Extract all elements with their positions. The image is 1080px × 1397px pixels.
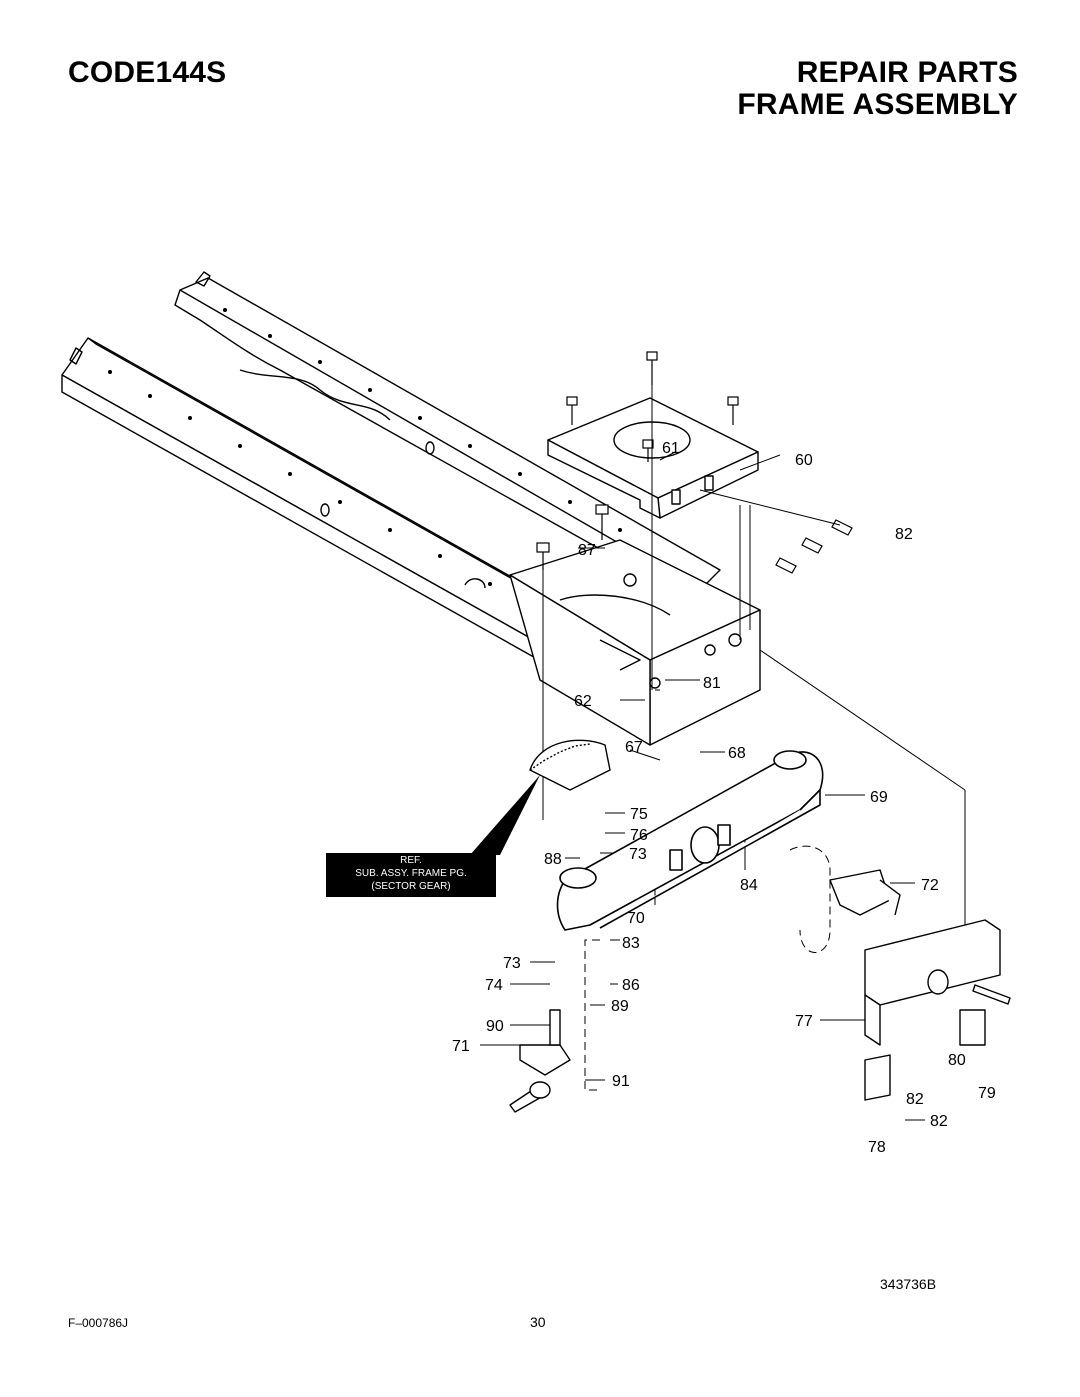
callout-70: 70 — [627, 910, 645, 927]
callout-82-b: 82 — [906, 1091, 924, 1108]
callout-62: 62 — [574, 693, 592, 710]
model-number: CODE144S — [68, 56, 227, 89]
spindles-and-brackets — [509, 869, 1011, 1113]
callout-72: 72 — [921, 877, 939, 894]
part-callouts: 60 61 82 87 81 62 67 68 69 75 76 88 73 8… — [452, 440, 996, 1156]
callout-86: 86 — [622, 977, 640, 994]
callout-91: 91 — [612, 1073, 630, 1090]
sector-gear — [529, 739, 611, 791]
ref-note-line3: (SECTOR GEAR) — [371, 881, 450, 892]
form-number: F–000786J — [68, 1316, 129, 1330]
callout-83: 83 — [622, 935, 640, 952]
callout-69: 69 — [870, 789, 888, 806]
callout-68: 68 — [728, 745, 746, 762]
callout-60: 60 — [795, 452, 813, 469]
callout-77: 77 — [795, 1013, 813, 1030]
page-number: 30 — [530, 1314, 546, 1330]
front-axle — [556, 750, 824, 931]
callout-87: 87 — [578, 542, 596, 559]
callout-67: 67 — [625, 739, 643, 756]
callout-79: 79 — [978, 1085, 996, 1102]
callout-82-c: 82 — [930, 1113, 948, 1130]
callout-61: 61 — [662, 440, 680, 457]
page-subtitle: FRAME ASSEMBLY — [737, 88, 1018, 121]
callout-80: 80 — [948, 1052, 966, 1069]
ref-note-line1: REF. — [400, 855, 422, 866]
callout-71: 71 — [452, 1038, 470, 1055]
callout-74: 74 — [485, 977, 503, 994]
callout-84: 84 — [740, 877, 758, 894]
page-title: REPAIR PARTS — [796, 56, 1018, 89]
callout-89: 89 — [611, 998, 629, 1015]
callout-75: 75 — [630, 806, 648, 823]
callout-88: 88 — [544, 851, 562, 868]
callout-73-lower: 73 — [503, 955, 521, 972]
figure-number: 343736B — [880, 1276, 937, 1292]
callout-78: 78 — [868, 1139, 886, 1156]
ref-note-line2: SUB. ASSY. FRAME PG. — [355, 868, 467, 879]
axle-support-housing — [509, 539, 761, 746]
callout-73-upper: 73 — [629, 846, 647, 863]
callout-82: 82 — [895, 526, 913, 543]
callout-76: 76 — [630, 827, 648, 844]
callout-81: 81 — [703, 675, 721, 692]
callout-90: 90 — [486, 1018, 504, 1035]
sector-gear-reference: REF. SUB. ASSY. FRAME PG. (SECTOR GEAR) — [326, 775, 540, 897]
bolts — [536, 351, 853, 574]
